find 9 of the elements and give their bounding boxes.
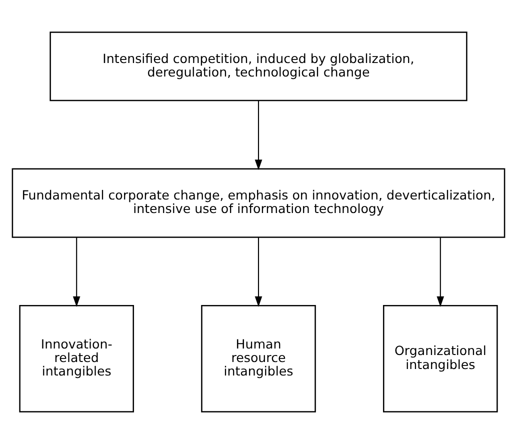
arrow: [254, 100, 262, 170]
node-box: Innovation- related intangibles: [19, 304, 134, 412]
node-box: Fundamental corporate change, emphasis on innovation, deverticalization, intensive use of information technology: [12, 168, 506, 238]
arrow: [436, 237, 444, 306]
node-box: Human resource intangibles: [201, 304, 316, 412]
arrow: [254, 237, 262, 306]
node-box: Intensified competition, induced by globalization, deregulation, technological change: [50, 31, 468, 101]
node-box: Organizational intangibles: [383, 304, 498, 412]
arrow: [72, 237, 80, 306]
